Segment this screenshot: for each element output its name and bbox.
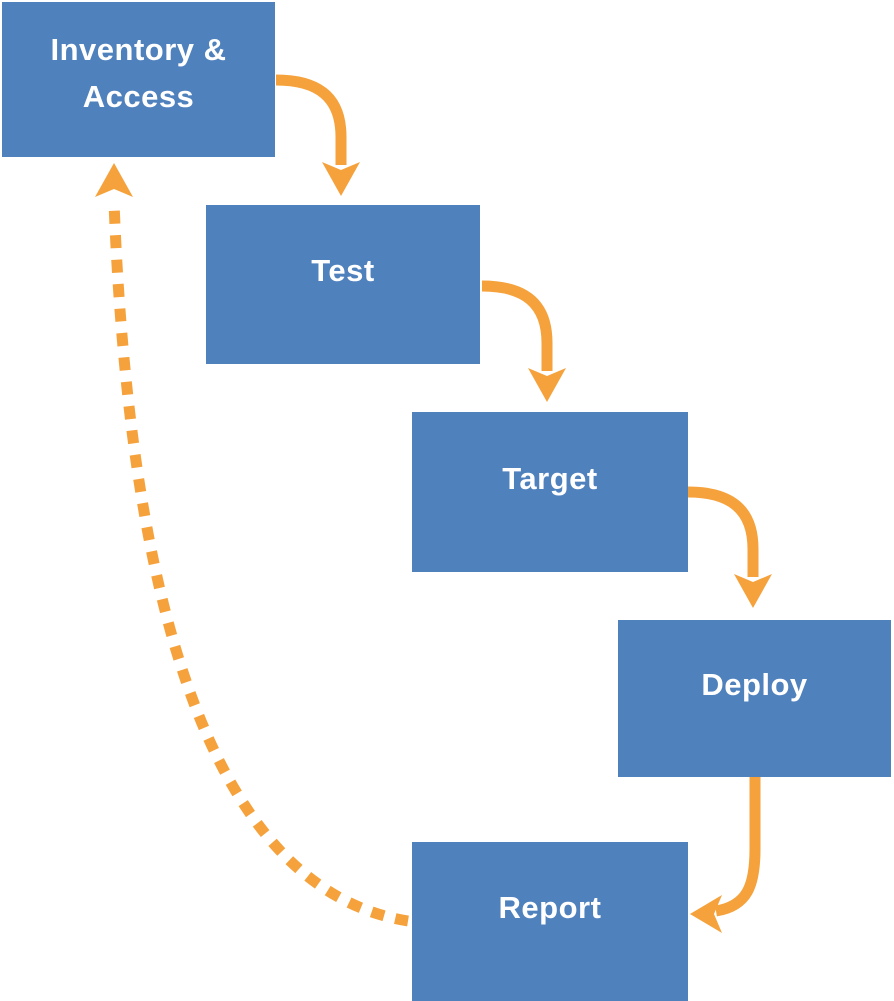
node-test[interactable]: Test	[206, 205, 480, 364]
node-label: Inventory & Access	[50, 32, 227, 114]
node-label: Target	[502, 460, 598, 496]
node-inventory-access[interactable]: Inventory & Access	[2, 2, 275, 157]
node-target[interactable]: Target	[412, 412, 688, 572]
node-deploy[interactable]: Deploy	[618, 620, 891, 777]
arrowhead-target-to-deploy-icon	[734, 574, 772, 608]
arrow-inventory-to-test	[275, 74, 347, 165]
arrowhead-test-to-target-icon	[528, 368, 566, 402]
arrowhead-report-to-inventory-icon	[95, 163, 133, 197]
node-label: Deploy	[701, 667, 808, 703]
node-label: Report	[498, 890, 602, 926]
arrow-deploy-to-report	[714, 777, 761, 917]
arrowhead-deploy-to-report-icon	[690, 895, 722, 933]
arrow-test-to-target	[481, 280, 553, 371]
arrowhead-inventory-to-test-icon	[322, 162, 360, 196]
node-report[interactable]: Report	[412, 842, 688, 1001]
arrow-target-to-deploy	[687, 486, 759, 577]
node-label: Test	[311, 253, 375, 289]
